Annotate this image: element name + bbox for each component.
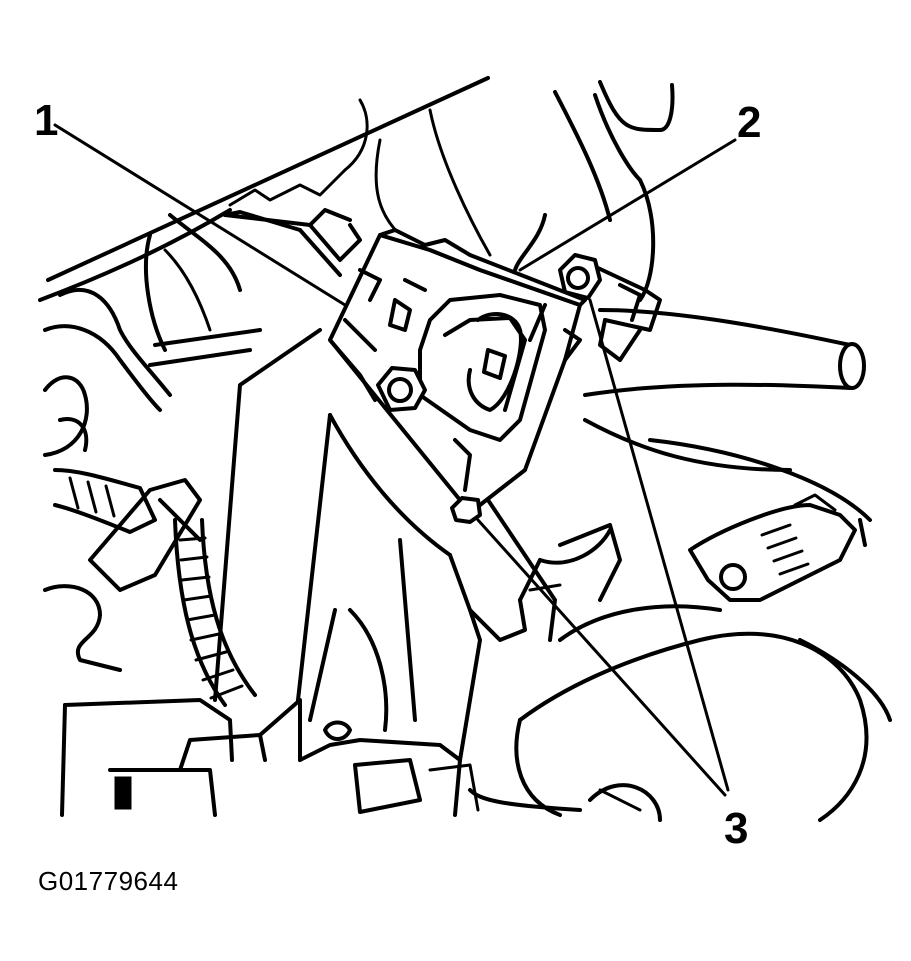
leader-line-1 bbox=[53, 123, 347, 307]
leader-line-3a bbox=[588, 298, 730, 792]
center-lower-bracket bbox=[528, 523, 622, 602]
left-hose-clamp bbox=[53, 468, 202, 592]
upper-body-panel bbox=[38, 76, 492, 302]
bolt-lower bbox=[376, 366, 427, 412]
bolt-bottom bbox=[450, 496, 482, 524]
callout-1: 1 bbox=[34, 96, 58, 145]
figure-id: G01779644 bbox=[38, 866, 179, 896]
module-component bbox=[328, 228, 587, 507]
lower-center-bracket bbox=[298, 720, 582, 817]
callout-labels: 1 2 3 bbox=[34, 96, 761, 853]
callout-3: 3 bbox=[724, 804, 748, 853]
center-housing-body bbox=[213, 328, 557, 762]
leader-line-3b bbox=[476, 518, 727, 797]
right-connector-stud bbox=[688, 493, 867, 602]
leader-lines bbox=[53, 123, 737, 797]
right-round-component bbox=[514, 604, 892, 822]
right-hose bbox=[583, 308, 872, 522]
left-mechanism bbox=[43, 213, 262, 457]
leader-line-2 bbox=[518, 138, 737, 272]
bracket-part bbox=[223, 208, 362, 277]
bolt-upper bbox=[558, 253, 662, 362]
lower-left-housing bbox=[43, 584, 302, 817]
callout-2: 2 bbox=[737, 98, 761, 147]
